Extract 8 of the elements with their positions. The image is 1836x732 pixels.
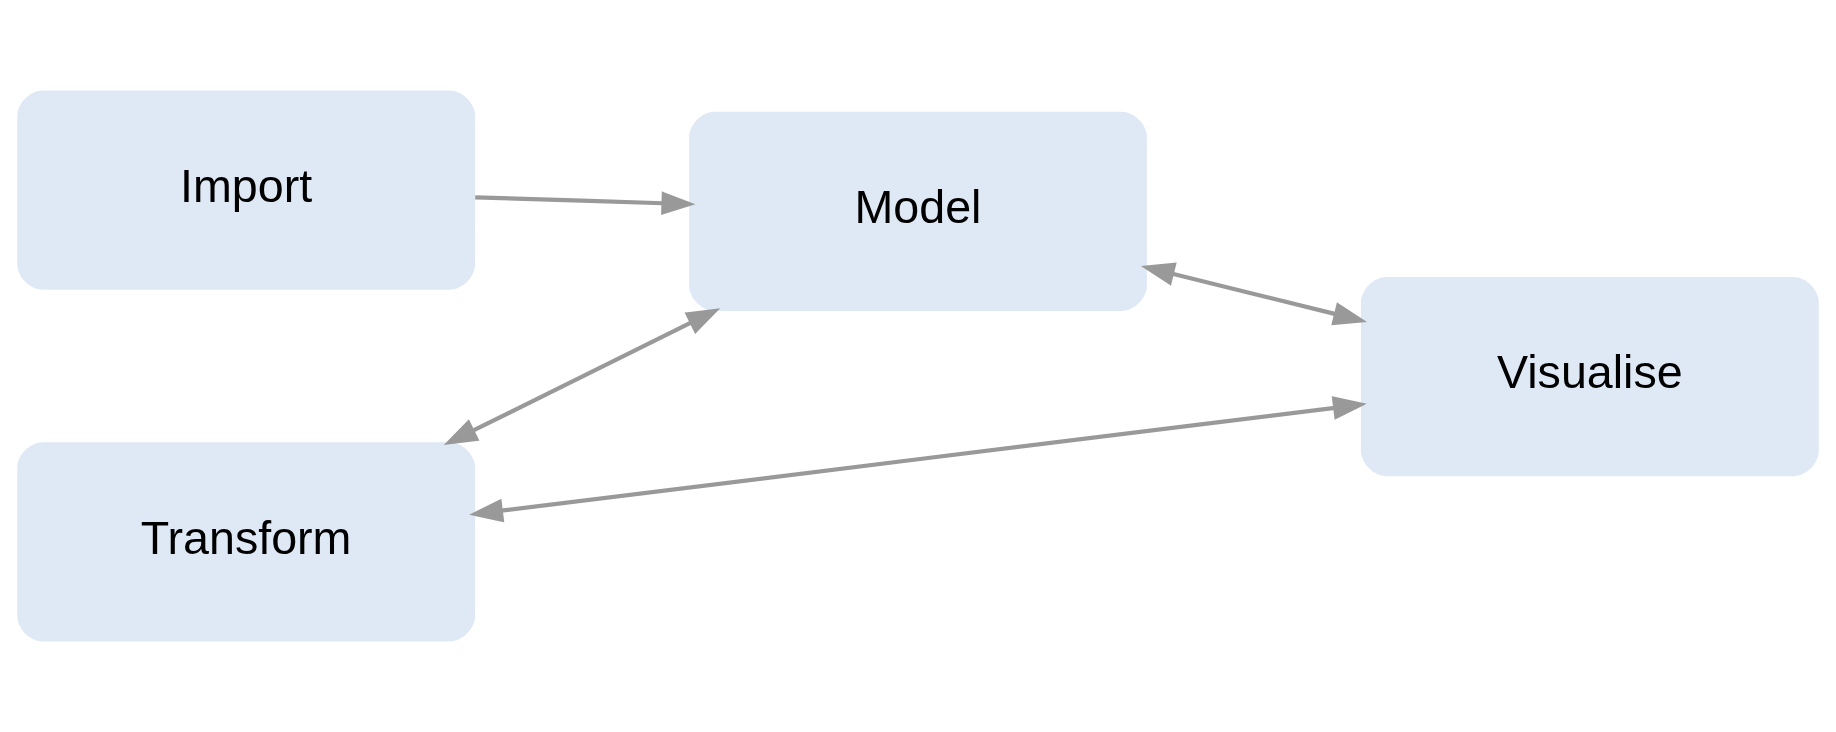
node-box: Model	[689, 111, 1147, 311]
arrow	[443, 308, 721, 446]
arrow	[469, 396, 1367, 523]
arrow	[475, 191, 696, 216]
arrow	[1140, 262, 1368, 326]
node-box: Transform	[17, 442, 476, 642]
node-box: Import	[17, 90, 476, 290]
node-box: Visualise	[1360, 277, 1819, 477]
